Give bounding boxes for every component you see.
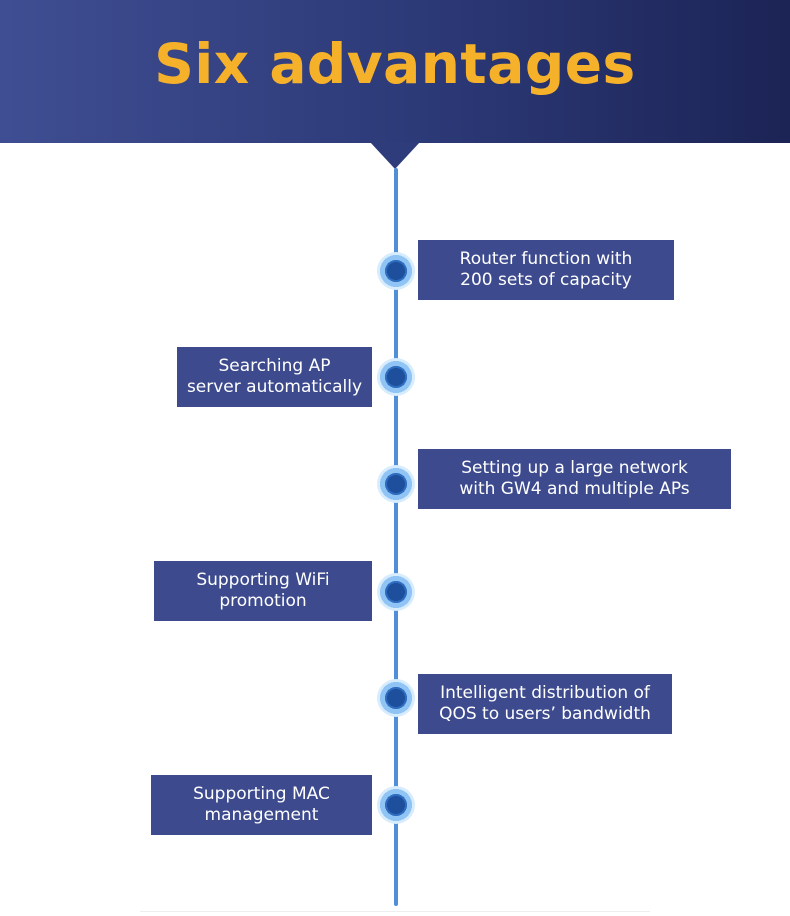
advantage-box-qos-distribution: Intelligent distribution of QOS to users… [418,674,672,734]
advantage-line: Supporting MAC [193,784,330,804]
advantage-line: 200 sets of capacity [460,270,632,290]
timeline-dot [377,465,415,503]
advantage-line: Searching AP [218,356,331,376]
advantage-line: server automatically [186,377,363,397]
advantage-box-router-function: Router function with 200 sets of capacit… [418,240,674,300]
advantage-box-large-network: Setting up a large network with GW4 and … [418,449,731,509]
header-banner: Six advantages [0,0,790,143]
advantage-line: Supporting WiFi [196,570,330,590]
header-pointer [370,142,420,169]
advantage-line: Setting up a large network [461,458,688,478]
advantage-line: Router function with [459,249,633,269]
timeline-dot [377,573,415,611]
timeline-dot [377,252,415,290]
timeline-line [394,168,398,906]
advantage-box-mac-management: Supporting MAC management [151,775,372,835]
footer-divider [140,911,650,912]
advantage-box-searching-ap: Searching AP server automatically [177,347,372,407]
advantage-line: with GW4 and multiple APs [459,479,690,499]
advantage-line: promotion [219,591,307,611]
timeline-dot [377,786,415,824]
advantage-box-wifi-promotion: Supporting WiFi promotion [154,561,372,621]
advantage-line: Intelligent distribution of [440,683,650,703]
timeline-dot [377,358,415,396]
advantage-line: QOS to users’ bandwidth [439,704,651,724]
page-title: Six advantages [154,32,636,96]
timeline-dot [377,679,415,717]
advantage-line: management [204,805,319,825]
